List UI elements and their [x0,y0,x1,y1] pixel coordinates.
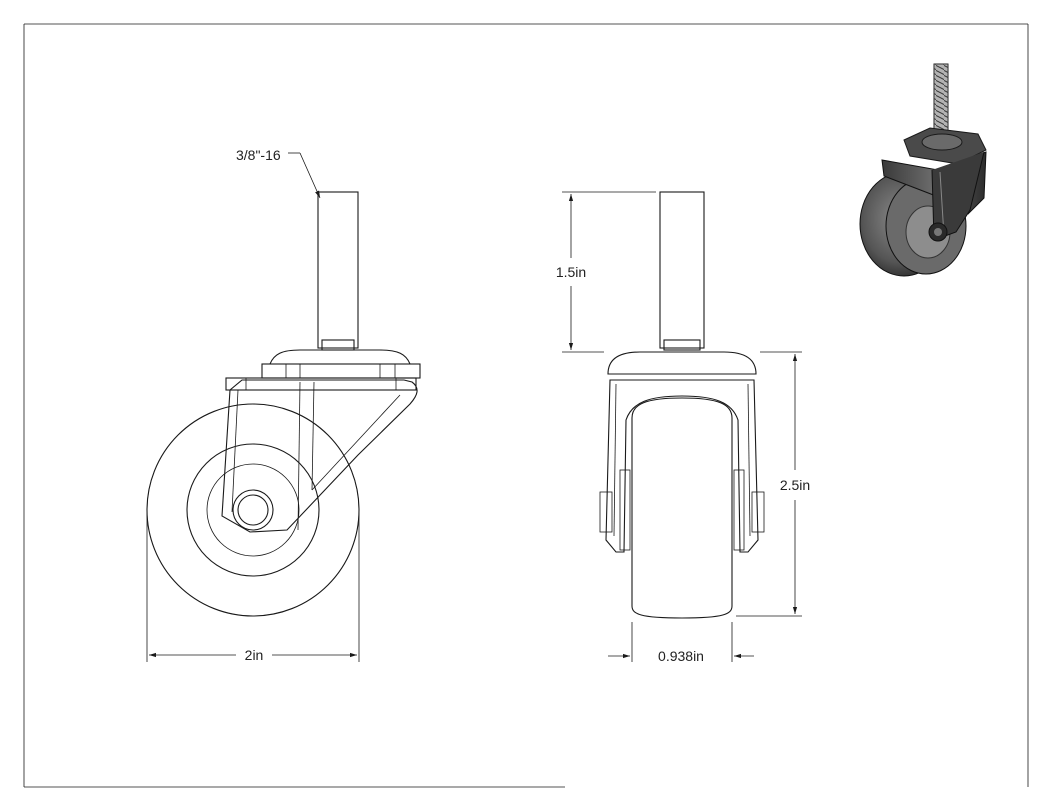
thread-callout: 3/8"-16 [236,147,321,199]
sheet-border [23,23,1029,788]
side-view-wheel [146,403,360,617]
isometric-render [859,63,987,277]
dimension-overall-height: 2.5in [736,351,810,617]
front-view: 1.5in 2.5in 0.938in [556,191,810,664]
front-view-wheel [631,397,733,619]
stem-length-label: 1.5in [556,264,586,280]
side-view: 3/8"-16 2in [146,147,421,663]
overall-height-label: 2.5in [780,477,810,493]
side-view-fork [221,377,418,533]
dimension-stem-length: 1.5in [556,191,656,353]
dimension-wheel-width: 0.938in [608,622,754,664]
front-view-fork [599,379,765,553]
thread-callout-label: 3/8"-16 [236,147,281,163]
front-view-threaded-stem [659,191,705,351]
dimension-wheel-diameter: 2in [146,512,360,663]
wheel-width-label: 0.938in [658,648,704,664]
side-view-top-plate [261,349,421,379]
side-view-threaded-stem [317,191,359,351]
front-view-top-plate [607,351,757,381]
wheel-diameter-label: 2in [245,647,264,663]
